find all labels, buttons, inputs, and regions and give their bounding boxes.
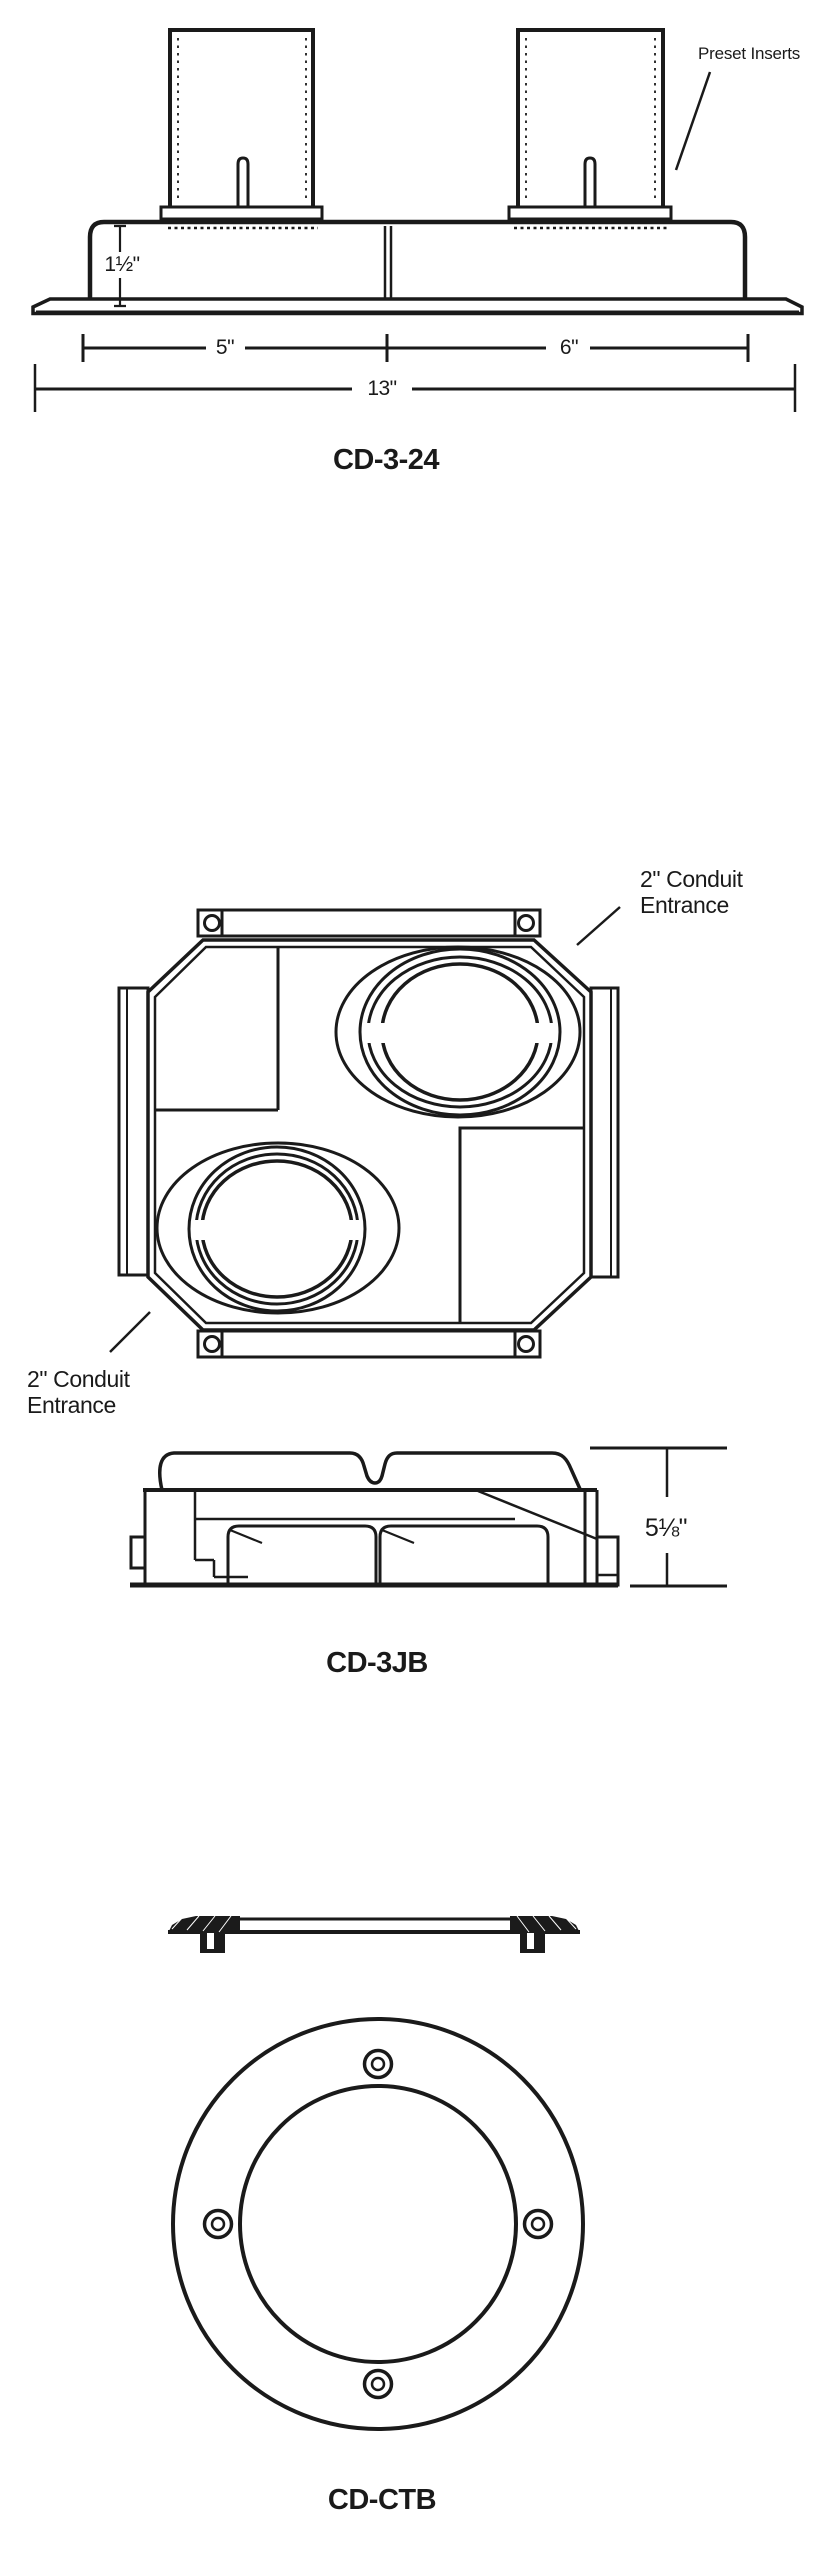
junction-box-side-view xyxy=(129,1446,727,1588)
side-left-tab xyxy=(129,1535,145,1570)
flange-end-right xyxy=(510,1916,580,1933)
preset-inserts-leader-line xyxy=(674,71,712,171)
base-body xyxy=(87,219,748,311)
conduit-label-line2: Entrance xyxy=(640,892,729,919)
junction-box-right-flange xyxy=(589,986,620,1279)
junction-box-top-tab xyxy=(196,908,542,938)
screw-bottom xyxy=(362,2368,394,2400)
ring-notch xyxy=(193,1220,208,1240)
bolt-hole xyxy=(517,1335,535,1353)
cover-ring-top-view xyxy=(171,2017,585,2431)
ring-notch xyxy=(533,1023,556,1043)
dim-height-label: 1½" xyxy=(104,253,140,276)
screw-left xyxy=(202,2208,234,2240)
conduit-leader-top xyxy=(576,906,621,946)
dimension-lines xyxy=(33,224,797,412)
figure-cd-3-24-drawing xyxy=(31,28,804,412)
figure-cd-ctb-drawing xyxy=(168,1915,585,2431)
conduit-entrance-label-bottom: 2" Conduit Entrance xyxy=(27,1366,130,1419)
slope-line xyxy=(477,1489,598,1541)
figure-title-cd-3jb: CD-3JB xyxy=(326,1647,428,1679)
screw-top xyxy=(362,2048,394,2080)
bolt-hole xyxy=(203,914,221,932)
channel-left xyxy=(226,1524,378,1585)
base-divider xyxy=(383,226,393,308)
conduit-label-line1: 2" Conduit xyxy=(27,1366,130,1392)
dim-left-label: 5" xyxy=(215,336,235,359)
conduit-label-line2: Entrance xyxy=(27,1392,116,1419)
cover-inner-circle xyxy=(238,2084,518,2364)
figure-title-cd-ctb: CD-CTB xyxy=(327,2484,437,2516)
preset-inserts-label: Preset Inserts xyxy=(698,44,801,63)
dim-right-label: 6" xyxy=(559,336,579,359)
compartment-upper-left xyxy=(155,947,280,1112)
figure-title-cd-3-24: CD-3-24 xyxy=(332,444,440,476)
insert-collar-left xyxy=(159,205,324,221)
conduit-entrance-label-top: 2" Conduit Entrance xyxy=(640,866,743,919)
junction-box-bottom-tab xyxy=(196,1329,542,1359)
preset-insert-left xyxy=(159,28,324,230)
insert-pin-right xyxy=(583,156,597,208)
insert-pin-left xyxy=(236,156,250,208)
compartment-lower-right xyxy=(458,1126,584,1323)
cover-plate-side-view xyxy=(168,1915,580,1953)
top-bosses xyxy=(158,1451,582,1491)
dim-overall-label: 13" xyxy=(367,377,397,400)
dim-side-height-label: 5⅛" xyxy=(644,1514,688,1542)
insert-collar-right xyxy=(507,205,673,221)
channel-right xyxy=(378,1524,550,1585)
conduit-opening-upper xyxy=(334,945,582,1119)
figure-cd-3jb-drawing xyxy=(109,906,727,1588)
bolt-hole xyxy=(203,1335,221,1353)
dim-5-18 xyxy=(590,1446,727,1588)
junction-box-left-flange xyxy=(117,986,150,1277)
preset-insert-right xyxy=(507,28,673,230)
screw-right xyxy=(522,2208,554,2240)
conduit-opening-lower xyxy=(155,1141,401,1315)
ring-notch xyxy=(347,1220,362,1240)
side-right-tab xyxy=(595,1535,620,1587)
conduit-label-line1: 2" Conduit xyxy=(640,866,743,892)
bolt-hole xyxy=(517,914,535,932)
conduit-leader-bottom xyxy=(109,1311,151,1353)
ring-notch xyxy=(365,1023,388,1043)
base-plate xyxy=(31,297,804,316)
